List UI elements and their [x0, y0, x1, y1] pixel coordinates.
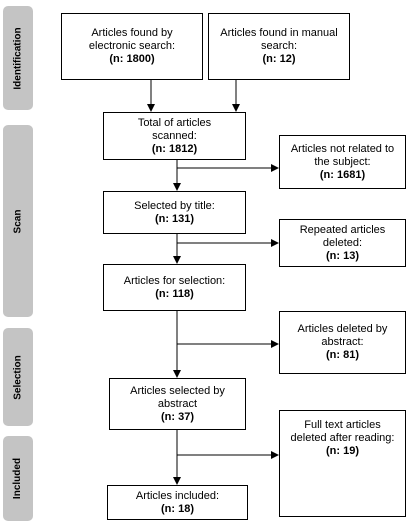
box-selected-abstract-count: (n: 37)	[161, 410, 194, 423]
box-manual-search-line1: Articles found in manual	[220, 27, 338, 39]
box-repeated-deleted-line2: deleted:	[322, 236, 363, 249]
box-total-scanned: Total of articles scanned: (n: 1812)	[103, 112, 246, 160]
box-not-related-line1: Articles not related to	[290, 142, 395, 155]
box-total-scanned-line1: Total of articles	[137, 116, 212, 129]
phase-selection: Selection	[3, 328, 33, 426]
box-total-scanned-count: (n: 1812)	[151, 142, 198, 155]
box-repeated-deleted-line1: Repeated articles	[299, 223, 386, 236]
box-fulltext-deleted-line2: deleted after reading:	[290, 432, 395, 444]
box-deleted-abstract-count: (n: 81)	[326, 349, 359, 361]
box-selected-title-count: (n: 131)	[154, 212, 195, 225]
phase-scan: Scan	[3, 125, 33, 317]
box-for-selection-count: (n: 118)	[155, 287, 194, 300]
box-electronic-search: Articles found by electronic search: (n:…	[61, 13, 203, 80]
box-not-related-count: (n: 1681)	[319, 168, 366, 181]
box-total-scanned-line2: scanned:	[152, 129, 197, 142]
box-deleted-abstract: Articles deleted by abstract: (n: 81)	[279, 311, 406, 374]
box-included-line1: Articles included:	[135, 489, 220, 502]
box-electronic-search-line2: electronic search:	[88, 40, 176, 52]
box-fulltext-deleted-line1: Full text articles	[304, 419, 381, 431]
box-selected-title: Selected by title: (n: 131)	[103, 191, 246, 234]
phase-included: Included	[3, 436, 33, 521]
box-repeated-deleted-count: (n: 13)	[326, 249, 359, 262]
box-selected-abstract-line2: abstract	[157, 397, 198, 410]
box-repeated-deleted: Repeated articles deleted: (n: 13)	[279, 219, 406, 267]
box-selected-title-line1: Selected by title:	[134, 199, 215, 212]
box-for-selection: Articles for selection: (n: 118)	[103, 264, 246, 311]
box-selected-abstract-line1: Articles selected by	[130, 384, 225, 397]
box-for-selection-line1: Articles for selection:	[123, 274, 226, 287]
phase-identification: Identification	[3, 6, 33, 110]
box-electronic-search-count: (n: 1800)	[109, 53, 155, 65]
box-included-count: (n: 18)	[161, 502, 194, 515]
box-selected-abstract: Articles selected by abstract (n: 37)	[109, 378, 246, 430]
box-deleted-abstract-line1: Articles deleted by	[297, 323, 388, 335]
box-included: Articles included: (n: 18)	[107, 485, 248, 520]
box-not-related: Articles not related to the subject: (n:…	[279, 135, 406, 189]
box-fulltext-deleted-count: (n: 19)	[326, 445, 359, 457]
box-manual-search-count: (n: 12)	[262, 53, 296, 65]
box-fulltext-deleted: Full text articles deleted after reading…	[279, 410, 406, 517]
box-electronic-search-line1: Articles found by	[91, 27, 173, 39]
box-deleted-abstract-line2: abstract:	[321, 336, 364, 348]
box-manual-search-line2: search:	[260, 40, 298, 52]
box-not-related-line2: the subject:	[314, 155, 371, 168]
box-manual-search: Articles found in manual search: (n: 12)	[208, 13, 350, 80]
